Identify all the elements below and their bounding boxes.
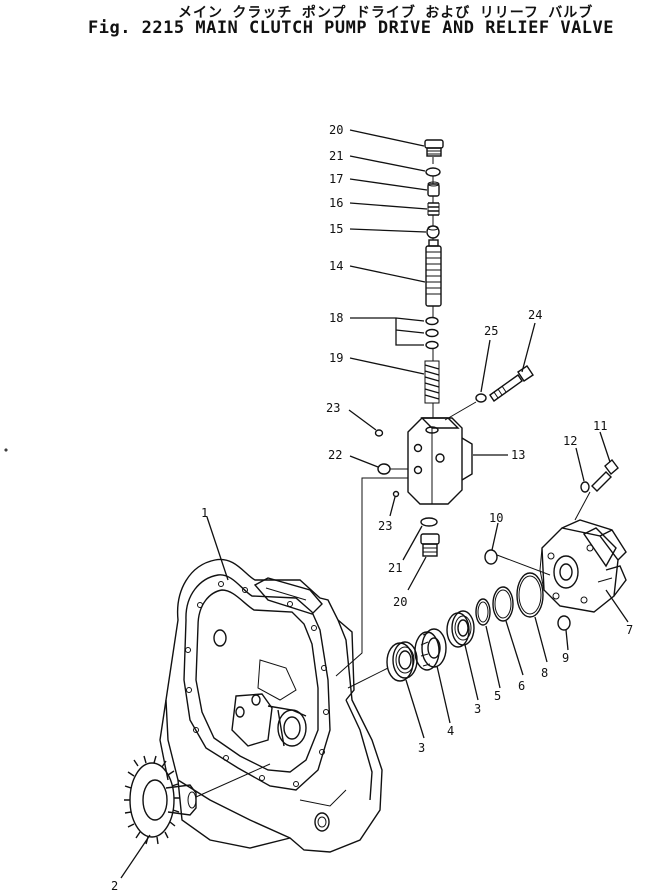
leader-17 xyxy=(349,178,428,191)
callout-3a: 3 xyxy=(418,741,425,755)
callout-3b: 3 xyxy=(474,702,481,716)
leader-20a xyxy=(349,129,425,147)
figure-title: Fig. 2215 MAIN CLUTCH PUMP DRIVE AND REL… xyxy=(88,18,615,38)
leader-4 xyxy=(436,665,451,724)
leader-23a xyxy=(348,409,377,431)
callout-19: 19 xyxy=(329,351,343,365)
callout-17: 17 xyxy=(329,172,343,186)
callout-4: 4 xyxy=(447,724,454,738)
part-21-oring xyxy=(425,167,441,177)
callout-23a: 23 xyxy=(326,401,340,415)
callout-20a: 20 xyxy=(329,123,343,137)
leader-23b xyxy=(389,496,396,517)
callout-8: 8 xyxy=(541,666,548,680)
axis-line-gear xyxy=(195,763,271,798)
part-6-ring xyxy=(492,586,514,622)
part-24-bolt xyxy=(489,365,534,402)
leader-6 xyxy=(505,620,524,676)
part-19-spring xyxy=(424,360,440,404)
leader-7 xyxy=(605,589,629,623)
part-8-oring xyxy=(516,572,544,618)
part-25-washer xyxy=(475,393,487,403)
part-15-seat xyxy=(426,225,440,239)
leader-11 xyxy=(599,431,611,463)
callout-21a: 21 xyxy=(329,149,343,163)
callout-11: 11 xyxy=(593,419,607,433)
title-japanese: メイン クラッチ ポンプ ドライブ および リリーフ バルブ xyxy=(178,5,594,21)
callout-20b: 20 xyxy=(393,595,407,609)
leader-18-bracket xyxy=(350,317,425,346)
callout-16: 16 xyxy=(329,196,343,210)
part-10-oring xyxy=(484,549,498,565)
callout-24: 24 xyxy=(528,308,542,322)
axis-line-pump-bolt xyxy=(574,491,591,521)
part-5-snap-ring xyxy=(475,598,491,626)
callout-18: 18 xyxy=(329,311,343,325)
leader-19 xyxy=(349,357,425,375)
leader-9 xyxy=(565,629,569,651)
leader-14 xyxy=(349,265,426,283)
part-3-bearing-a xyxy=(386,641,418,682)
part-16-spring xyxy=(427,202,440,216)
leader-16 xyxy=(349,202,428,210)
callout-9: 9 xyxy=(562,651,569,665)
callout-25: 25 xyxy=(484,324,498,338)
callout-10: 10 xyxy=(489,511,503,525)
leader-22 xyxy=(349,455,379,468)
callout-6: 6 xyxy=(518,679,525,693)
callout-7: 7 xyxy=(626,623,633,637)
part-12-washer xyxy=(580,481,590,493)
callout-2: 2 xyxy=(111,879,118,893)
leader-20b xyxy=(407,556,427,591)
leader-21a xyxy=(349,155,426,172)
leader-25 xyxy=(480,339,491,393)
part-17-plug xyxy=(427,181,440,197)
callout-15: 15 xyxy=(329,222,343,236)
axis-line-10 xyxy=(496,554,551,576)
leader-5 xyxy=(485,625,501,689)
part-23-oring-b xyxy=(392,490,400,498)
leader-24 xyxy=(521,322,536,373)
leader-2 xyxy=(120,834,151,879)
part-21-oring-b xyxy=(420,517,438,527)
callout-5: 5 xyxy=(494,689,501,703)
callout-22: 22 xyxy=(328,448,342,462)
part-20-cap xyxy=(424,139,444,157)
part-13-valve-body xyxy=(407,417,473,505)
callout-23b: 23 xyxy=(378,519,392,533)
leader-1 xyxy=(206,516,229,581)
callout-1: 1 xyxy=(201,506,208,520)
leader-3b xyxy=(464,644,479,701)
part-20-cap-b xyxy=(420,533,440,557)
part-9-oring xyxy=(557,615,571,631)
leader-21b xyxy=(402,525,423,561)
axis-line-shaft xyxy=(347,667,389,689)
part-3-bearing-b xyxy=(446,610,475,648)
part-22-oring xyxy=(377,463,391,475)
part-14-spool xyxy=(425,239,442,307)
leader-15 xyxy=(349,228,427,233)
callout-12: 12 xyxy=(563,434,577,448)
part-18-washers xyxy=(425,316,439,350)
leader-8 xyxy=(534,616,548,663)
callout-13: 13 xyxy=(511,448,525,462)
leader-10 xyxy=(491,522,499,551)
part-7-pump xyxy=(539,519,627,613)
part-1-housing xyxy=(159,558,383,853)
callout-21b: 21 xyxy=(388,561,402,575)
part-11-bolt xyxy=(591,458,619,492)
stray-mark xyxy=(4,448,8,452)
part-23-oring-a xyxy=(374,429,384,437)
leader-12 xyxy=(575,447,585,482)
part-2-gear xyxy=(124,755,197,845)
leader-3a xyxy=(405,679,425,739)
part-4-coupling xyxy=(414,628,447,671)
axis-line-bolt xyxy=(444,401,477,421)
callout-14: 14 xyxy=(329,259,343,273)
